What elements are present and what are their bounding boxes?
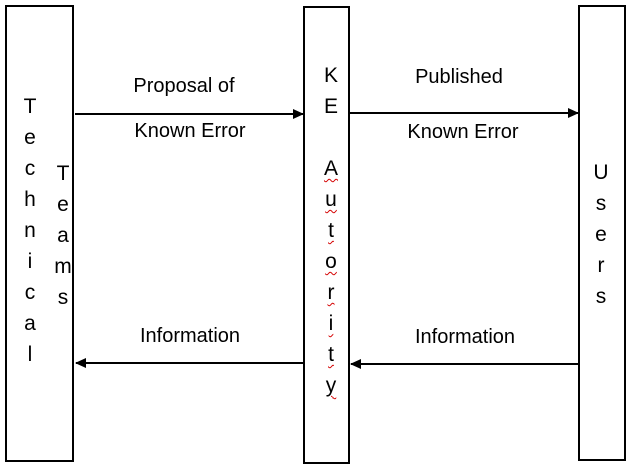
arrowhead-right-icon bbox=[293, 109, 304, 119]
known-error-label-left: Known Error bbox=[134, 120, 246, 142]
arrowhead-left-icon bbox=[350, 359, 361, 369]
users-vertical-text: U s e r s bbox=[593, 161, 609, 308]
information-label-right: Information bbox=[414, 326, 516, 348]
technical-teams-box bbox=[5, 5, 74, 462]
ke-vertical-text: K E bbox=[323, 64, 338, 118]
teams-vertical-text: T e a m s bbox=[54, 162, 72, 309]
arrowhead-left-icon bbox=[75, 358, 86, 368]
ke-autority-box bbox=[303, 6, 350, 464]
published-arrow bbox=[350, 108, 579, 118]
published-label: Published bbox=[415, 66, 503, 88]
information-label-left: Information bbox=[139, 325, 241, 347]
technical-vertical-text: T e c h n i c a l bbox=[23, 95, 37, 366]
autority-vertical-text-misspelled: A u t o r i t y bbox=[323, 157, 338, 397]
known-error-label-right: Known Error bbox=[407, 121, 519, 143]
information-arrow-left bbox=[75, 358, 303, 368]
arrowhead-right-icon bbox=[568, 108, 579, 118]
information-arrow-right bbox=[350, 359, 578, 369]
proposal-of-label: Proposal of bbox=[133, 75, 235, 97]
users-box bbox=[578, 5, 626, 461]
proposal-arrow bbox=[75, 109, 304, 119]
